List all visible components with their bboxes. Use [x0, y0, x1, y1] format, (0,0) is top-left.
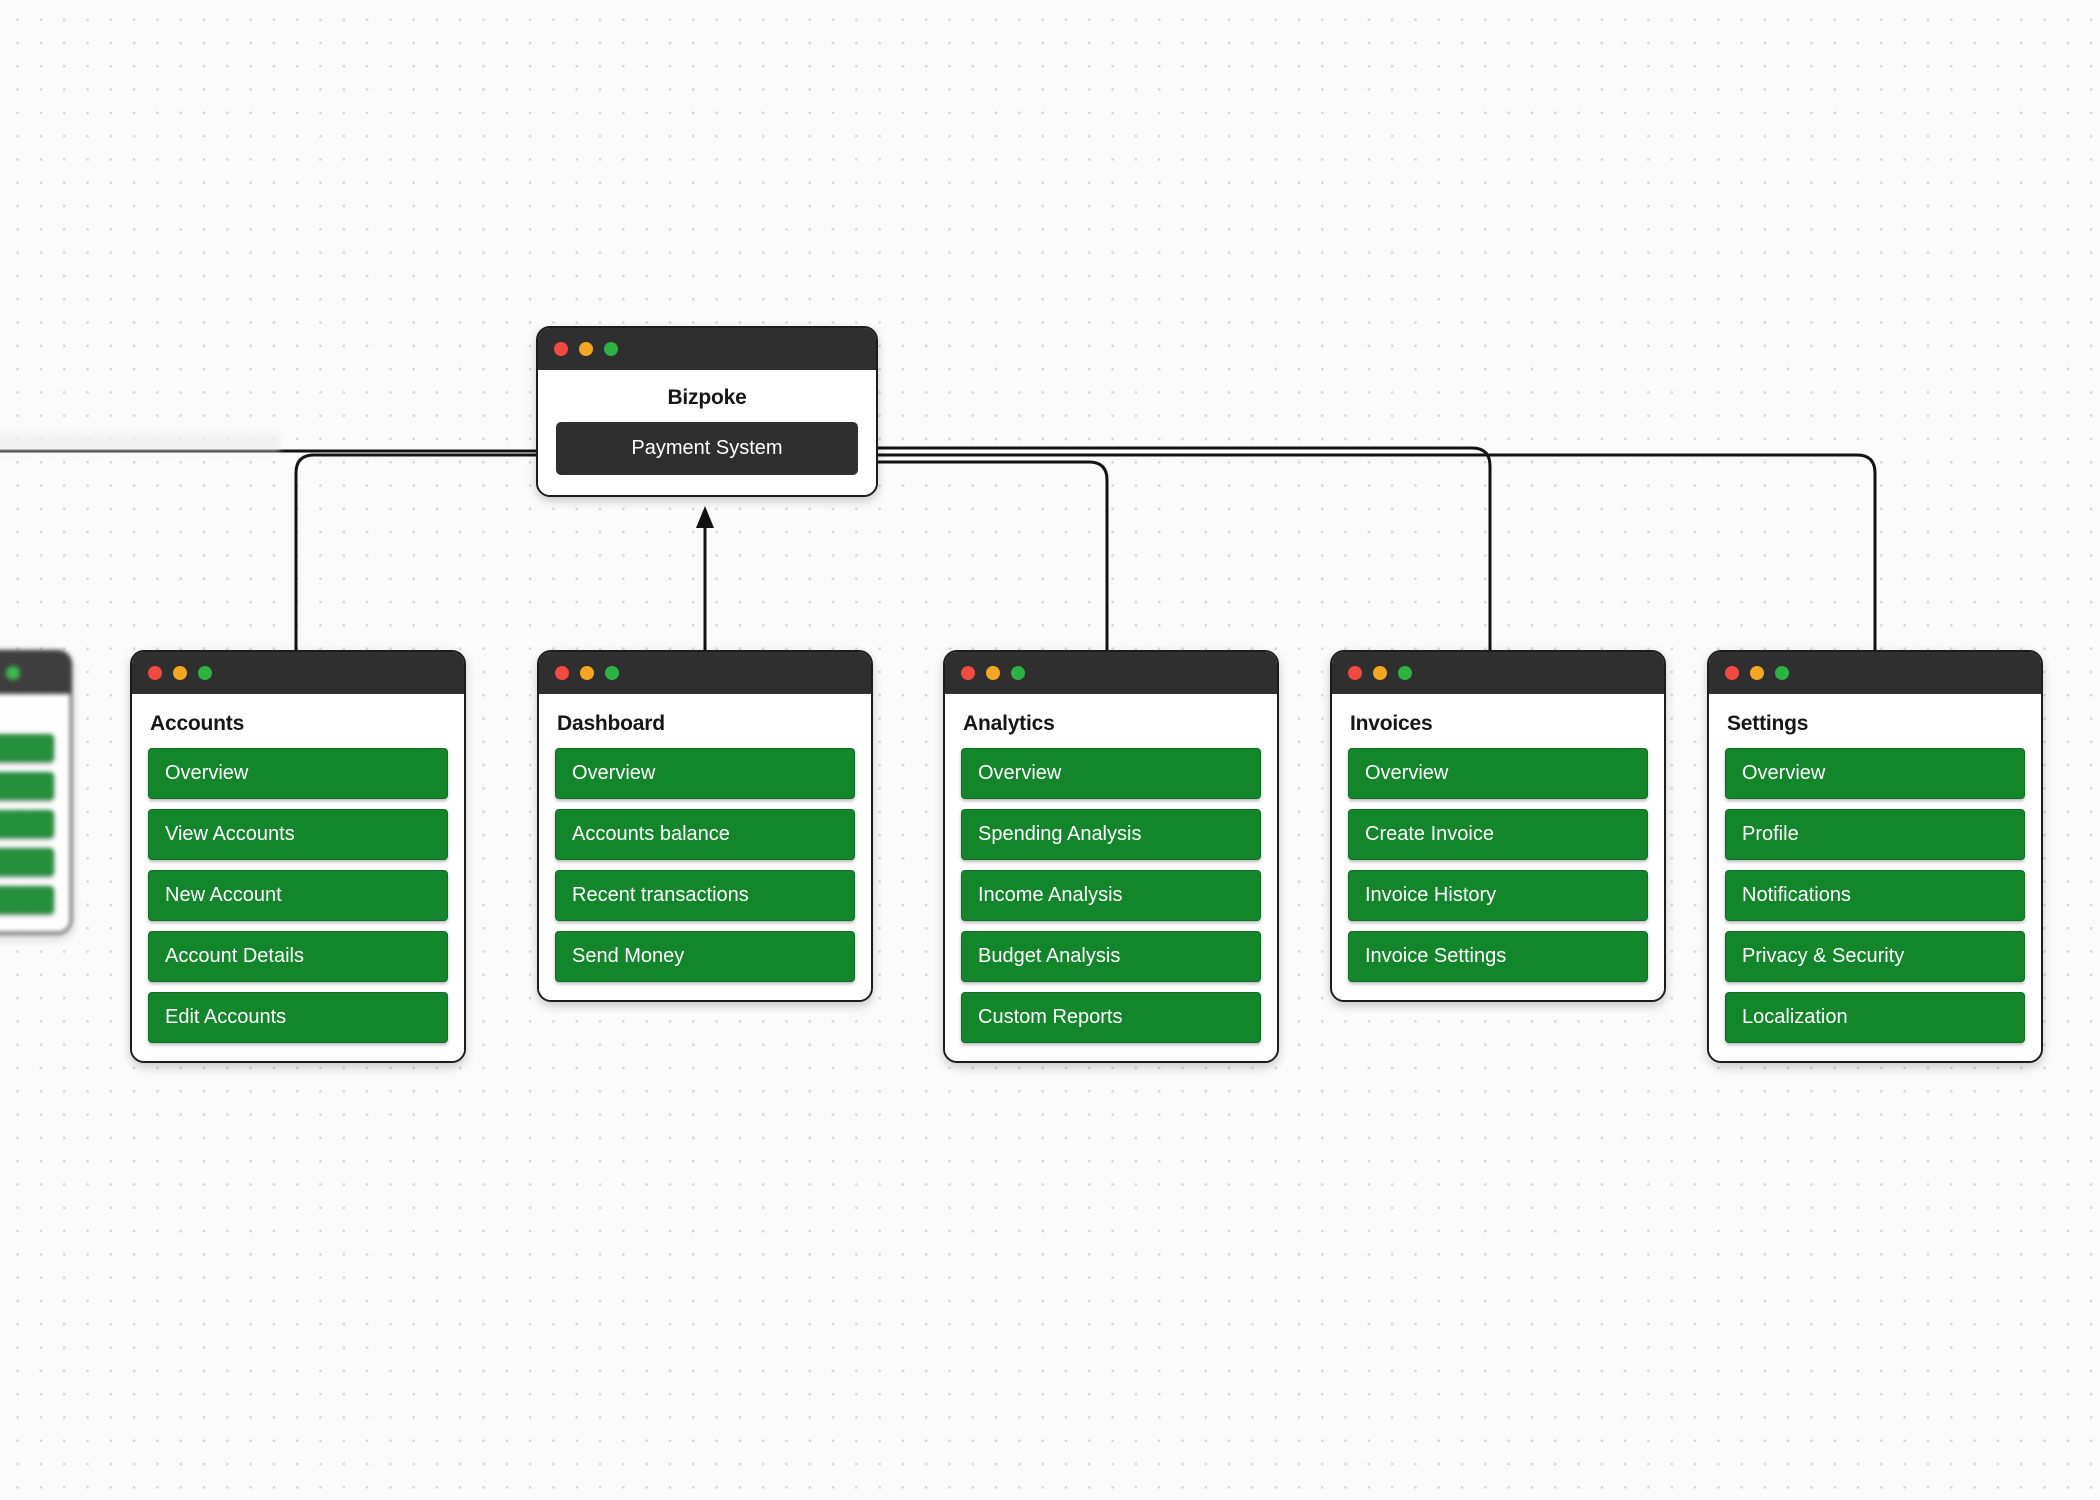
app-title: Bizpoke — [667, 386, 747, 409]
menu-item-overview[interactable]: Overview — [961, 748, 1261, 799]
node-accounts: Accounts Overview View Accounts New Acco… — [130, 650, 466, 1063]
menu-item-budget-analysis[interactable]: Budget Analysis — [961, 931, 1261, 982]
card-title: Invoices — [1350, 712, 1433, 735]
menu-item[interactable] — [0, 886, 54, 914]
minimize-dot[interactable] — [579, 342, 593, 356]
maximize-dot[interactable] — [1011, 666, 1025, 680]
card-title: Settings — [1727, 712, 1809, 735]
maximize-dot[interactable] — [1398, 666, 1412, 680]
menu-item-account-details[interactable]: Account Details — [148, 931, 448, 982]
connector-to-settings — [874, 453, 1877, 672]
minimize-dot[interactable] — [580, 666, 594, 680]
node-invoices: Invoices Overview Create Invoice Invoice… — [1330, 650, 1666, 1002]
close-dot[interactable] — [1725, 666, 1739, 680]
root-node-bizpoke: Bizpoke Payment System — [536, 326, 878, 497]
menu-item-profile[interactable]: Profile — [1725, 809, 2025, 860]
menu-item-edit-accounts[interactable]: Edit Accounts — [148, 992, 448, 1043]
window-titlebar — [539, 652, 871, 694]
menu-item-invoice-settings[interactable]: Invoice Settings — [1348, 931, 1648, 982]
card-body — [0, 694, 70, 932]
card-title: Dashboard — [557, 712, 665, 735]
menu-item-overview[interactable]: Overview — [1348, 748, 1648, 799]
menu-item-overview[interactable]: Overview — [148, 748, 448, 799]
card-body: Analytics Overview Spending Analysis Inc… — [945, 694, 1277, 1061]
window-titlebar — [1709, 652, 2041, 694]
offscreen-card-partial — [0, 650, 72, 934]
menu-item-view-accounts[interactable]: View Accounts — [148, 809, 448, 860]
close-dot[interactable] — [1348, 666, 1362, 680]
node-settings: Settings Overview Profile Notifications … — [1707, 650, 2043, 1063]
menu-item-create-invoice[interactable]: Create Invoice — [1348, 809, 1648, 860]
node-dashboard: Dashboard Overview Accounts balance Rece… — [537, 650, 873, 1002]
menu-item-accounts-balance[interactable]: Accounts balance — [555, 809, 855, 860]
menu-item-send-money[interactable]: Send Money — [555, 931, 855, 982]
card-body: Accounts Overview View Accounts New Acco… — [132, 694, 464, 1061]
window-titlebar — [132, 652, 464, 694]
menu-item-custom-reports[interactable]: Custom Reports — [961, 992, 1261, 1043]
minimize-dot[interactable] — [173, 666, 187, 680]
menu-item-recent-transactions[interactable]: Recent transactions — [555, 870, 855, 921]
window-titlebar — [1332, 652, 1664, 694]
menu-item[interactable] — [0, 848, 54, 876]
node-analytics: Analytics Overview Spending Analysis Inc… — [943, 650, 1279, 1063]
close-dot[interactable] — [961, 666, 975, 680]
menu-item-privacy-security[interactable]: Privacy & Security — [1725, 931, 2025, 982]
offscreen-connector-blur — [0, 432, 280, 454]
card-title: Analytics — [963, 712, 1055, 735]
connector-to-analytics — [874, 460, 1109, 672]
minimize-dot[interactable] — [1373, 666, 1387, 680]
window-titlebar — [538, 328, 876, 370]
menu-item-overview[interactable]: Overview — [555, 748, 855, 799]
maximize-dot[interactable] — [6, 666, 20, 680]
window-titlebar — [945, 652, 1277, 694]
card-body: Settings Overview Profile Notifications … — [1709, 694, 2041, 1061]
menu-item-income-analysis[interactable]: Income Analysis — [961, 870, 1261, 921]
root-card-body: Bizpoke Payment System — [538, 370, 876, 495]
menu-item[interactable] — [0, 772, 54, 800]
connector-to-invoices — [874, 446, 1492, 672]
menu-item-new-account[interactable]: New Account — [148, 870, 448, 921]
maximize-dot[interactable] — [198, 666, 212, 680]
menu-item[interactable] — [0, 734, 54, 762]
menu-item-overview[interactable]: Overview — [1725, 748, 2025, 799]
menu-item-localization[interactable]: Localization — [1725, 992, 2025, 1043]
menu-item[interactable] — [0, 810, 54, 838]
menu-item-invoice-history[interactable]: Invoice History — [1348, 870, 1648, 921]
maximize-dot[interactable] — [604, 342, 618, 356]
minimize-dot[interactable] — [986, 666, 1000, 680]
maximize-dot[interactable] — [605, 666, 619, 680]
menu-item-notifications[interactable]: Notifications — [1725, 870, 2025, 921]
minimize-dot[interactable] — [1750, 666, 1764, 680]
card-body: Dashboard Overview Accounts balance Rece… — [539, 694, 871, 1000]
connector-arrowhead — [696, 506, 714, 528]
close-dot[interactable] — [555, 666, 569, 680]
close-dot[interactable] — [148, 666, 162, 680]
card-title: Accounts — [150, 712, 245, 735]
card-body: Invoices Overview Create Invoice Invoice… — [1332, 694, 1664, 1000]
menu-item-spending-analysis[interactable]: Spending Analysis — [961, 809, 1261, 860]
maximize-dot[interactable] — [1775, 666, 1789, 680]
payment-system-button[interactable]: Payment System — [556, 422, 858, 475]
close-dot[interactable] — [554, 342, 568, 356]
window-titlebar — [0, 652, 70, 694]
